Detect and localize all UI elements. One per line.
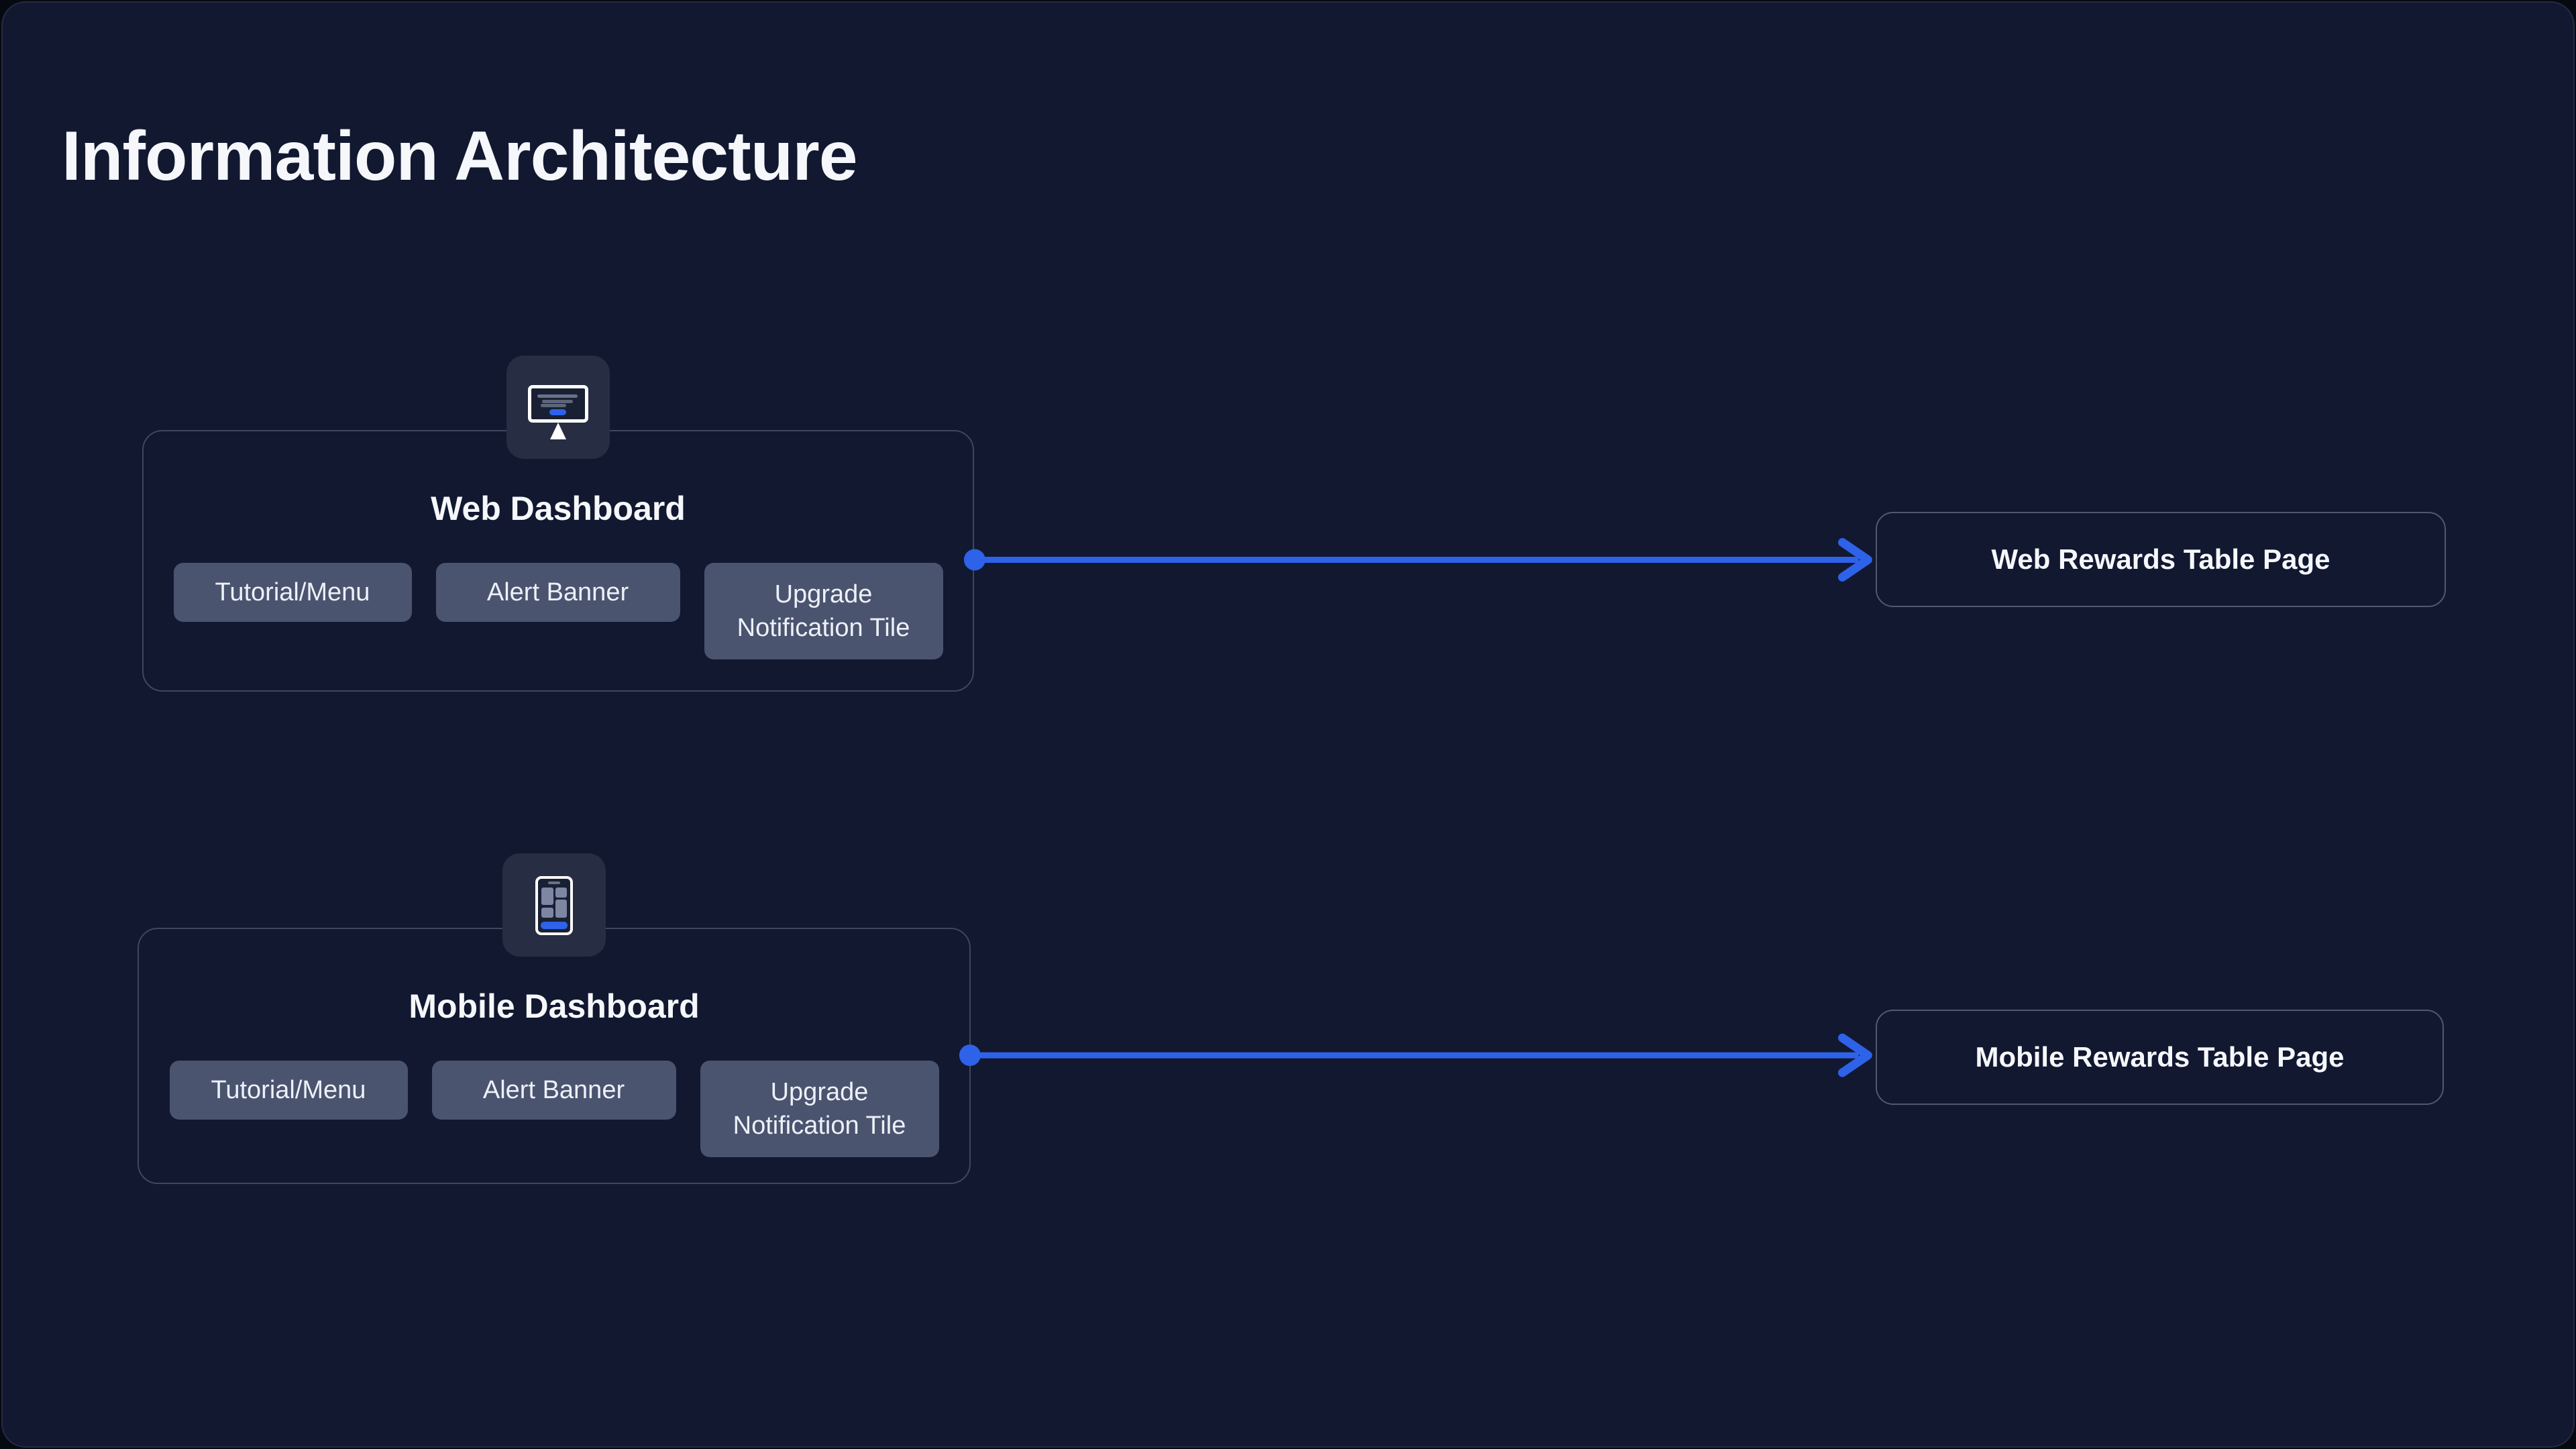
node-web-rewards-table-page[interactable]: Web Rewards Table Page bbox=[1876, 512, 2446, 607]
chip-tutorial-menu[interactable]: Tutorial/Menu bbox=[173, 563, 412, 622]
node-mobile-rewards-table-page[interactable]: Mobile Rewards Table Page bbox=[1876, 1010, 2444, 1105]
chip-tutorial-menu[interactable]: Tutorial/Menu bbox=[169, 1061, 408, 1120]
phone-widget-tile bbox=[555, 888, 567, 898]
connector-mobile-arrow bbox=[959, 1033, 1872, 1077]
mobile-icon-tile bbox=[502, 853, 606, 957]
phone-widget-tile bbox=[555, 900, 567, 918]
chip-alert-banner[interactable]: Alert Banner bbox=[431, 1061, 676, 1120]
phone-widget-tile bbox=[541, 908, 553, 918]
desktop-monitor-icon bbox=[528, 385, 588, 439]
monitor-text-line bbox=[542, 400, 573, 403]
chip-upgrade-notification-tile[interactable]: Upgrade Notification Tile bbox=[700, 1061, 939, 1157]
target-label: Web Rewards Table Page bbox=[1991, 543, 2330, 575]
mobile-phone-icon bbox=[535, 876, 573, 935]
node-title: Mobile Dashboard bbox=[409, 987, 700, 1025]
node-web-dashboard[interactable]: Web Dashboard Tutorial/Menu Alert Banner… bbox=[142, 356, 974, 692]
phone-widget-tile bbox=[541, 888, 553, 905]
chip-alert-banner[interactable]: Alert Banner bbox=[435, 563, 680, 622]
monitor-stand bbox=[550, 423, 566, 439]
chip-row: Tutorial/Menu Alert Banner Upgrade Notif… bbox=[144, 563, 973, 659]
node-title: Web Dashboard bbox=[431, 490, 686, 527]
connector-web-arrow bbox=[963, 538, 1872, 582]
chip-upgrade-notification-tile[interactable]: Upgrade Notification Tile bbox=[704, 563, 943, 659]
monitor-text-line bbox=[541, 404, 566, 407]
monitor-button-bar bbox=[549, 409, 566, 415]
phone-speaker bbox=[548, 881, 560, 884]
connector-layer bbox=[959, 538, 1872, 1077]
phone-button-bar bbox=[541, 922, 568, 929]
target-label: Mobile Rewards Table Page bbox=[1975, 1041, 2345, 1073]
page-title: Information Architecture bbox=[62, 117, 858, 195]
chip-row: Tutorial/Menu Alert Banner Upgrade Notif… bbox=[139, 1061, 969, 1157]
node-mobile-dashboard[interactable]: Mobile Dashboard Tutorial/Menu Alert Ban… bbox=[138, 853, 971, 1184]
monitor-text-line bbox=[537, 394, 578, 398]
desktop-icon-tile bbox=[506, 356, 610, 459]
